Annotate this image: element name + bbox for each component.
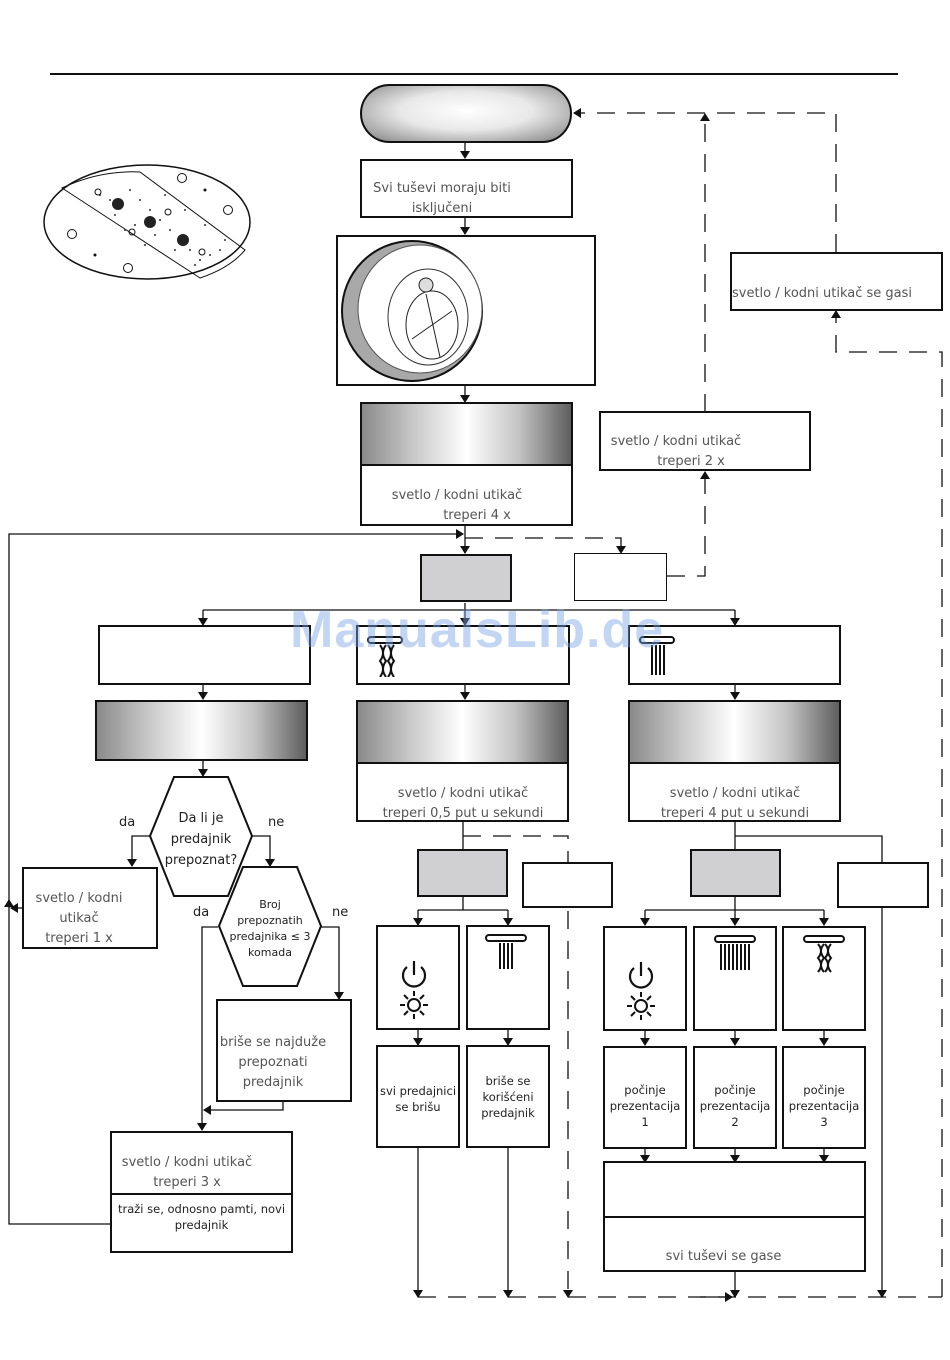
- all-deleted-line2: se brišu: [395, 1100, 441, 1114]
- decision1-line2: predajnik: [170, 832, 232, 847]
- flash-05-line1: svetlo / kodni utikač: [397, 786, 529, 801]
- all-deleted-box: svi predajnici se brišu: [376, 1045, 460, 1148]
- divider: [112, 1193, 291, 1195]
- light-off-text: svetlo / kodni utikač se gasi: [732, 286, 913, 301]
- flash-05-line2: treperi 0,5 put u sekundi: [382, 806, 544, 821]
- light-off-box: svetlo / kodni utikač se gasi: [730, 252, 943, 311]
- power-light-box-mid: [376, 925, 460, 1030]
- all-off-text: svi tuševi se gase: [665, 1249, 782, 1264]
- flash-4ps-line1: svetlo / kodni utikač: [669, 786, 801, 801]
- decision2-text: Broj prepoznatih predajnika ≤ 3 komada: [217, 897, 323, 961]
- precondition-text: Svi tuševi moraju biti isključeni: [373, 181, 511, 216]
- decision-transmitter-recognized: [148, 776, 254, 897]
- used-deleted-line2: korišćeni: [482, 1090, 534, 1104]
- gradient-box-left: [95, 700, 308, 761]
- flash-2x-box: svetlo / kodni utikač treperi 2 x: [599, 411, 811, 471]
- flash-2x-line1: svetlo / kodni utikač: [610, 434, 742, 449]
- flash-3x-box: svetlo / kodni utikač treperi 3 x traži …: [110, 1131, 293, 1253]
- yes-label-2: da: [193, 905, 210, 920]
- search-new-line2: predajnik: [174, 1218, 229, 1232]
- flash-4x-line2: treperi 4 x: [443, 508, 511, 523]
- key-press-box-right: [690, 849, 781, 897]
- start-terminator: [360, 84, 572, 143]
- mist-shower-icon: [367, 636, 403, 677]
- power-icon: [401, 961, 427, 988]
- decision1-text: Da li je predajnik prepoznat?: [148, 808, 254, 871]
- key-hold-box: [574, 553, 667, 601]
- pres2-line2: prezentacija 2: [699, 1099, 771, 1129]
- light-icon: [627, 992, 655, 1020]
- flash-1x-line1: svetlo / kodni: [35, 891, 123, 906]
- pres1-line2: prezentacija 1: [609, 1099, 681, 1129]
- pres3-line1: počinje: [803, 1083, 845, 1097]
- flash-2x-line2: treperi 2 x: [657, 454, 725, 469]
- all-deleted-line1: svi predajnici: [379, 1084, 457, 1098]
- flash-4x-line1: svetlo / kodni utikač: [391, 488, 523, 503]
- precondition-box: Svi tuševi moraju biti isključeni: [360, 159, 573, 218]
- delete-oldest-line1: briše se najduže: [219, 1035, 327, 1050]
- rain-shower-icon: [714, 935, 756, 970]
- flash-05-box: svetlo / kodni utikač treperi 0,5 put u …: [356, 700, 569, 822]
- gradient-header: [358, 702, 567, 764]
- rain-shower-icon: [485, 934, 527, 969]
- flash-3x-line1: svetlo / kodni utikač: [121, 1155, 253, 1170]
- power-light-icons: [400, 961, 428, 1019]
- no-label-2: ne: [332, 905, 349, 920]
- flash-1x-box: svetlo / kodni utikač treperi 1 x: [22, 867, 158, 949]
- yes-label-1: da: [119, 815, 136, 830]
- mist-shower-icon: [803, 935, 845, 973]
- overhead-shower-illustration: [43, 164, 251, 280]
- divider: [605, 1216, 864, 1218]
- pres2-line1: počinje: [714, 1083, 756, 1097]
- decision2-line4: komada: [248, 946, 292, 959]
- control-knob-illustration: [341, 240, 483, 382]
- rain-box-right: [693, 926, 777, 1031]
- delete-oldest-box: briše se najduže prepoznati predajnik: [216, 999, 352, 1102]
- flash-4ps-box: svetlo / kodni utikač treperi 4 put u se…: [628, 700, 841, 822]
- power-icon: [628, 962, 654, 989]
- decision2-line2: prepoznatih: [237, 914, 303, 927]
- flash-4ps-line2: treperi 4 put u sekundi: [660, 806, 810, 821]
- delete-oldest-line3: predajnik: [242, 1075, 304, 1090]
- used-deleted-box: briše se korišćeni predajnik: [466, 1045, 550, 1148]
- all-off-box: svi tuševi se gase: [603, 1161, 866, 1272]
- decision1-line3: prepoznat?: [164, 853, 238, 868]
- presentation-3-box: počinje prezentacija 3: [782, 1046, 866, 1149]
- light-icon: [400, 991, 428, 1019]
- rain-shower-icon: [639, 636, 675, 675]
- decision2-line3: predajnika ≤ 3: [229, 930, 311, 943]
- gradient-header: [362, 404, 571, 466]
- used-deleted-line1: briše se: [485, 1074, 531, 1088]
- mode-box-left: [98, 625, 311, 685]
- mode-box-rain: [628, 625, 841, 685]
- power-light-box-right: [603, 926, 687, 1031]
- mist-box-right: [782, 926, 866, 1031]
- decision1-line1: Da li je: [178, 811, 224, 826]
- no-label-1: ne: [268, 815, 285, 830]
- rain-box-mid: [466, 925, 550, 1030]
- flash-4x-box: svetlo / kodni utikač treperi 4 x: [360, 402, 573, 526]
- key-press-box: [420, 554, 512, 602]
- flash-3x-line2: treperi 3 x: [153, 1175, 221, 1190]
- mode-box-mist: [356, 625, 570, 685]
- control-knob-box: [336, 235, 596, 386]
- presentation-1-box: počinje prezentacija 1: [603, 1046, 687, 1149]
- pres1-line1: počinje: [624, 1083, 666, 1097]
- pres3-line2: prezentacija 3: [788, 1099, 860, 1129]
- key-hold-box-right: [837, 862, 929, 908]
- presentation-2-box: počinje prezentacija 2: [693, 1046, 777, 1149]
- search-new-line1: traži se, odnosno pamti, novi: [117, 1202, 286, 1216]
- decision-transmitter-count: [217, 866, 323, 987]
- decision2-line1: Broj: [259, 898, 281, 911]
- flash-1x-line2: utikač: [59, 911, 99, 926]
- power-light-icons: [627, 962, 655, 1020]
- delete-oldest-line2: prepoznati: [238, 1055, 308, 1070]
- used-deleted-line3: predajnik: [481, 1106, 535, 1120]
- key-hold-box-mid: [522, 862, 613, 908]
- key-press-box-mid: [417, 849, 508, 897]
- flash-1x-line3: treperi 1 x: [45, 931, 113, 946]
- gradient-header: [630, 702, 839, 764]
